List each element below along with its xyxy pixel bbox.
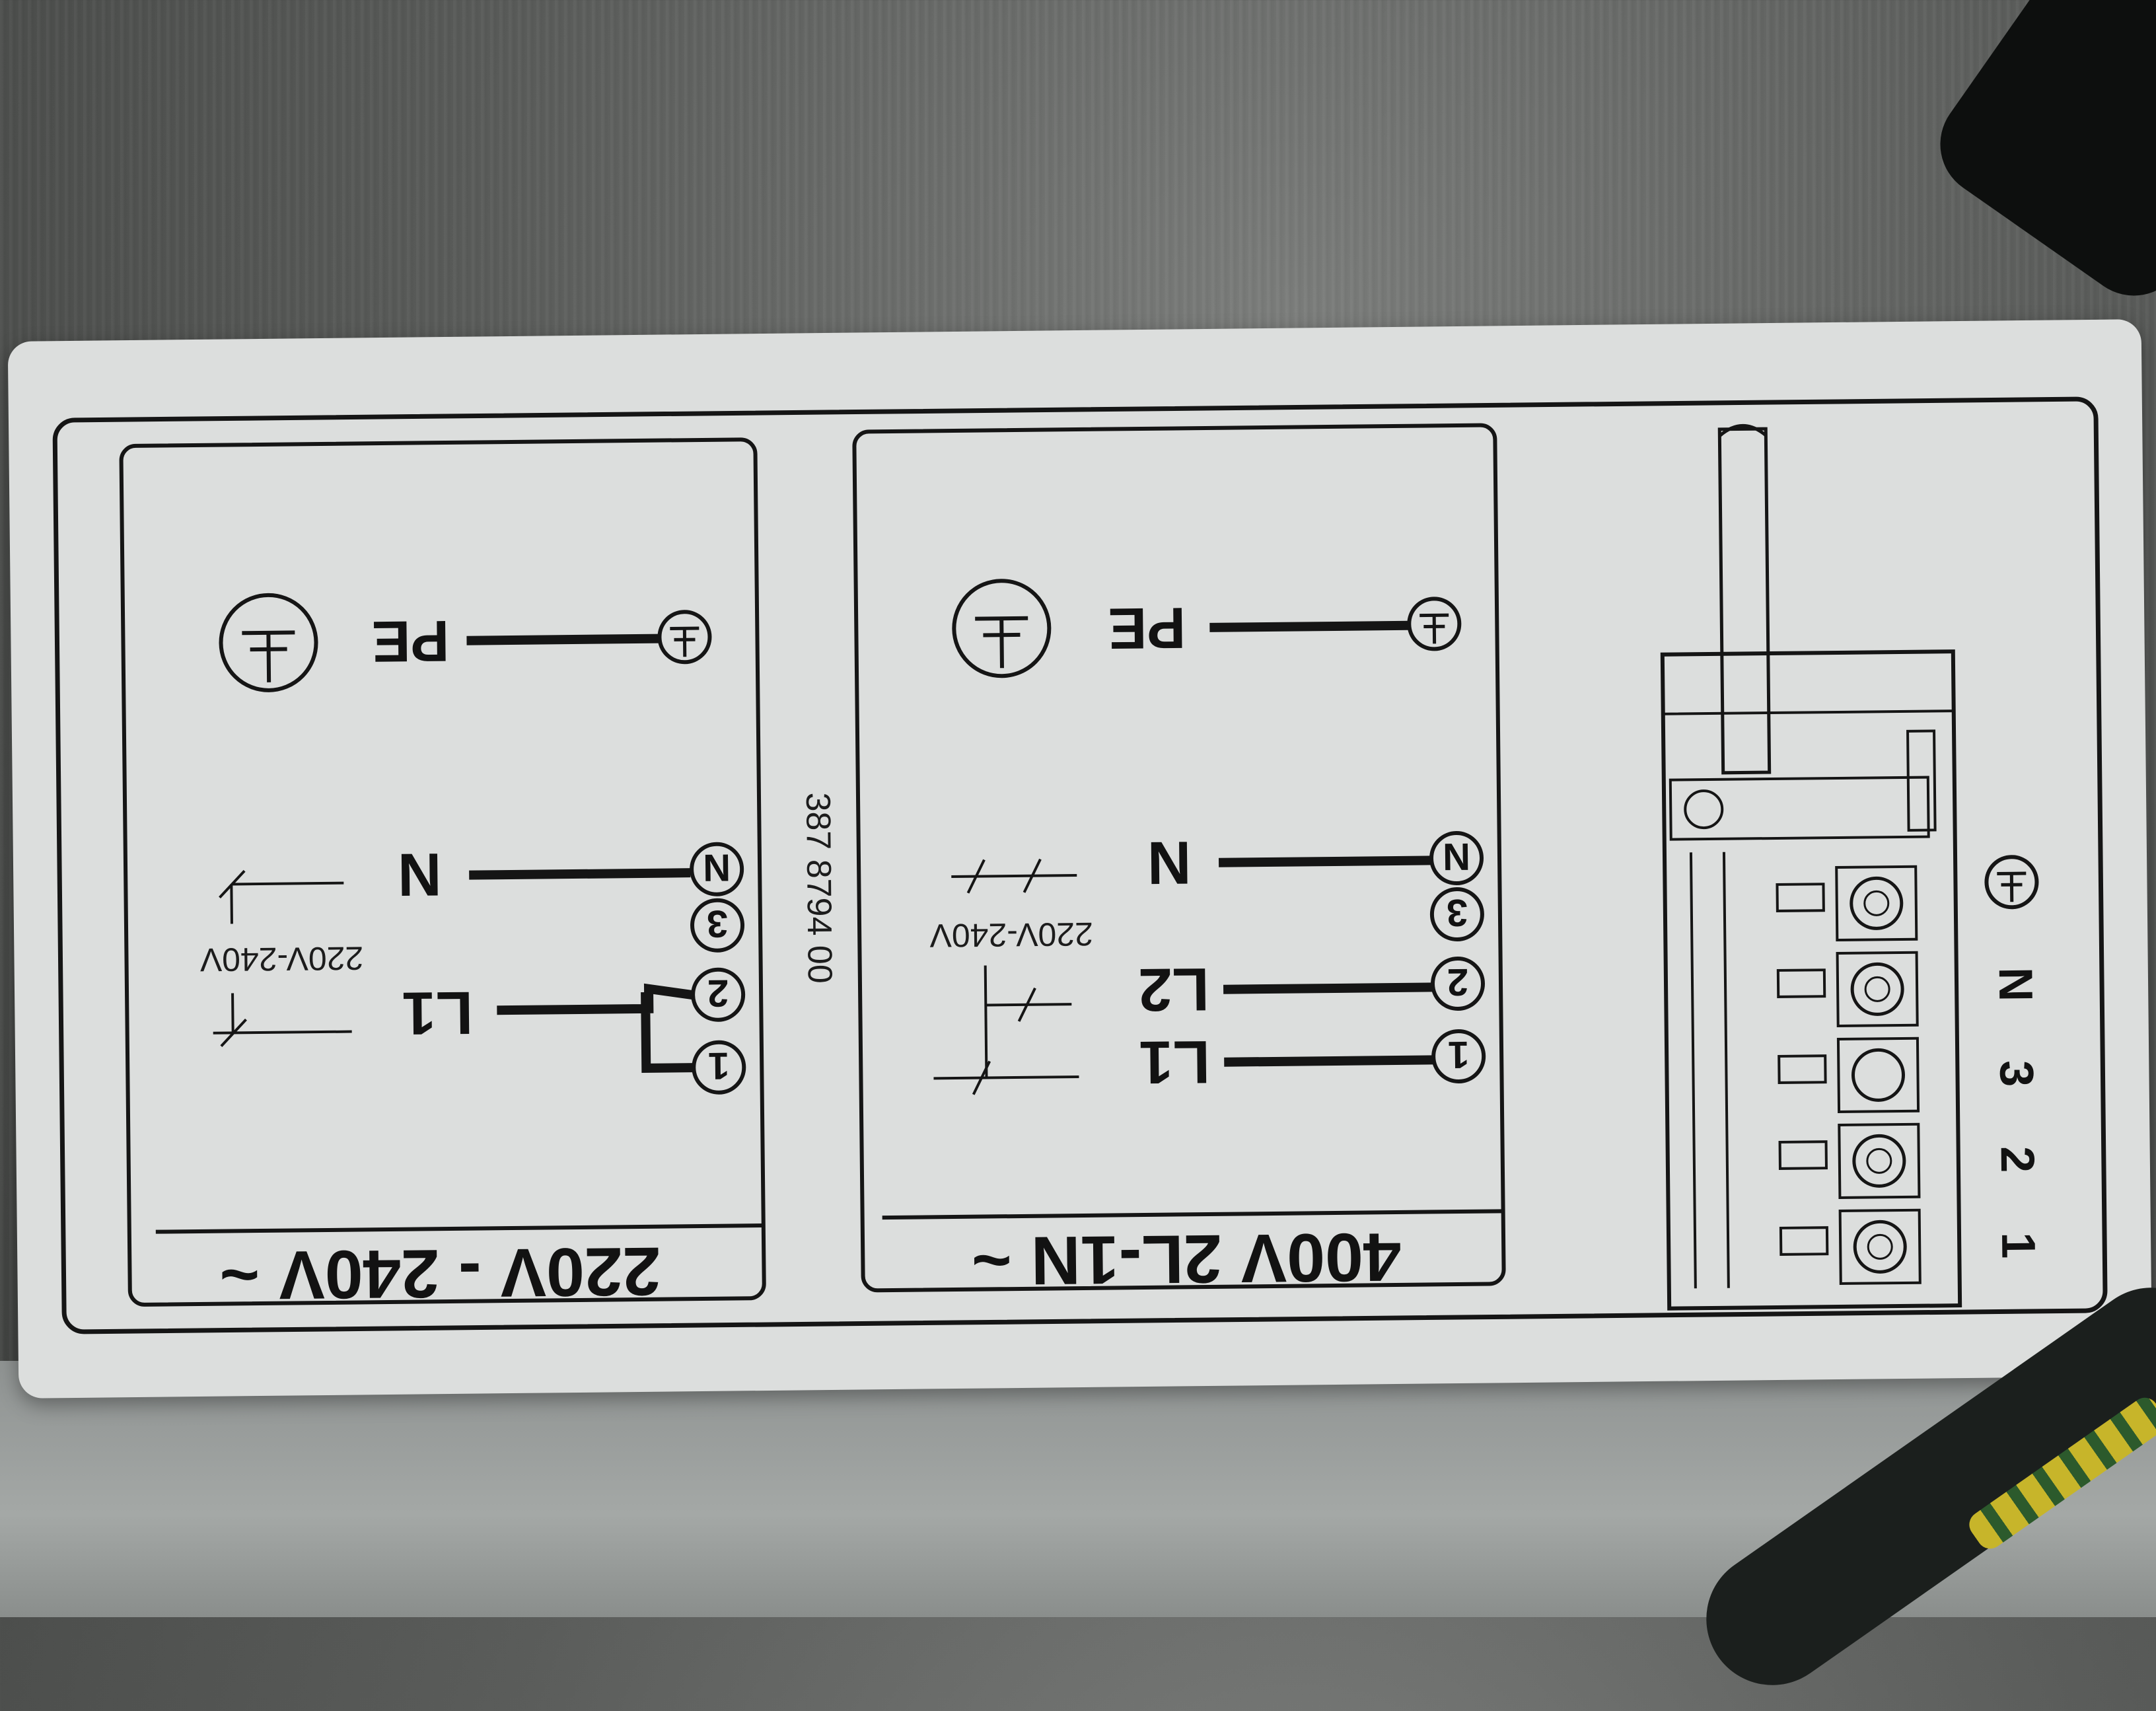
left-n-label: N (397, 840, 442, 908)
left-pe-label: PE (371, 608, 449, 674)
middle-l1-label: L1 (1139, 1028, 1210, 1096)
terminal-block-drawing: N 3 2 1 (1660, 423, 2045, 1309)
left-l1-bridge (497, 988, 694, 1070)
block-marking-3: 3 (1990, 1060, 2042, 1087)
cable-clamp-bar (1719, 429, 1769, 773)
left-pe-row: PE (221, 591, 710, 691)
left-voltage-note: 220V-240V (199, 869, 365, 1046)
middle-panel: 400V 2L-1N ~ PE (854, 425, 1504, 1300)
left-panel: 220V - 240V ~ PE (121, 439, 764, 1315)
protective-earth-icon (975, 618, 1028, 669)
middle-panel-title: 400V 2L-1N ~ (972, 1218, 1402, 1299)
middle-pe-row: PE (954, 576, 1460, 676)
left-terminals: N 3 2 1 (692, 844, 744, 1093)
wiring-label: 220V - 240V ~ PE (8, 319, 2153, 1399)
left-voltage-text: 220V-240V (199, 939, 364, 978)
middle-l2-label: L2 (1138, 955, 1209, 1023)
left-panel-title: 220V - 240V ~ (219, 1233, 661, 1314)
middle-l1-wire (1224, 1060, 1433, 1062)
middle-voltage-text: 220V-240V (929, 916, 1094, 955)
left-terminal-3: 3 (707, 902, 729, 945)
left-l1-label: L1 (402, 979, 473, 1047)
protective-earth-icon (242, 632, 295, 682)
middle-n-wire (1219, 860, 1431, 862)
left-terminal-2: 2 (707, 972, 729, 1015)
middle-terminal-3: 3 (1446, 891, 1468, 934)
left-n-wire (469, 873, 690, 875)
block-marking-2: 2 (1991, 1146, 2044, 1173)
block-marking-n: N (1989, 967, 2042, 1002)
part-number: 387 8794 00 (799, 792, 839, 984)
middle-pe-label: PE (1108, 595, 1186, 661)
protective-earth-icon (1419, 615, 1449, 643)
outer-frame (55, 399, 2105, 1332)
middle-terminal-1: 1 (1448, 1033, 1470, 1076)
middle-terminal-n: N (1443, 835, 1471, 878)
block-marking-1: 1 (1992, 1232, 2044, 1259)
terminal-screws (1777, 867, 1920, 1284)
protective-earth-icon (670, 628, 699, 657)
middle-l2-wire (1223, 987, 1433, 989)
middle-voltage-note: 220V-240V (929, 859, 1095, 1095)
left-terminal-1: 1 (708, 1044, 730, 1087)
left-terminal-n: N (703, 846, 731, 889)
middle-terminal-2: 2 (1447, 961, 1469, 1003)
middle-n-label: N (1147, 828, 1192, 896)
middle-terminals: N 3 2 1 (1431, 833, 1484, 1082)
terminal-markings: N 3 2 1 (1986, 857, 2044, 1259)
protective-earth-icon (1997, 873, 2026, 902)
wiring-diagram: 220V - 240V ~ PE (8, 319, 2153, 1399)
